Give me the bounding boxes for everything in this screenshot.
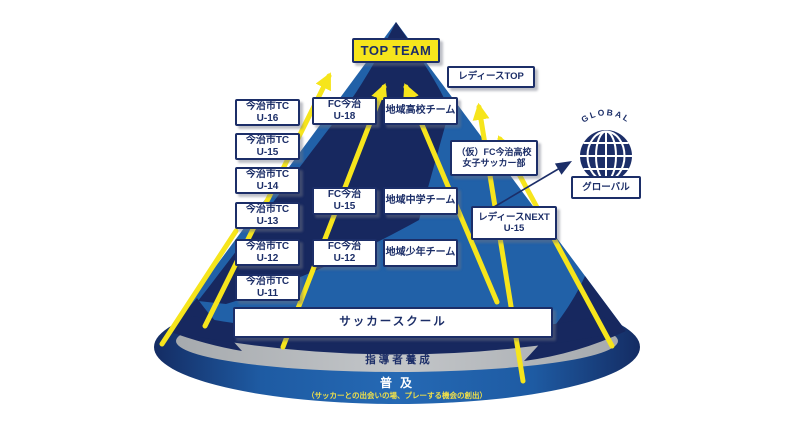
tc-u12-age: U-12 (256, 252, 279, 264)
top-team-box: TOP TEAM (352, 38, 440, 63)
global-box: グローバル (571, 176, 641, 199)
girls-hs-line1: （仮）FC今治高校 (456, 147, 532, 158)
tc-u13-org: 今治市TC (245, 203, 290, 215)
regional-youth-label: 地域少年チーム (385, 247, 456, 259)
globe-icon (580, 130, 632, 182)
soccer-school-box: サッカースクール (233, 307, 553, 338)
ladies-top-box: レディースTOP (447, 66, 535, 88)
ladies-next-line2: U-15 (503, 223, 525, 234)
spread-band-label: 普及 (380, 375, 420, 390)
fc-u12-org: FC今治 (327, 241, 362, 253)
soccer-school-label: サッカースクール (339, 315, 447, 328)
arrow-far-left (159, 228, 239, 347)
regional-hs-label: 地域高校チーム (385, 105, 456, 117)
global-box-label: グローバル (582, 181, 630, 193)
tc-u16-org: 今治市TC (245, 100, 290, 112)
tc-u11-age: U-11 (256, 287, 279, 299)
regional-hs-box: 地域高校チーム (383, 97, 458, 125)
fc-u15-org: FC今治 (327, 189, 362, 201)
top-team-label: TOP TEAM (360, 42, 432, 58)
fc-u18-age: U-18 (333, 111, 356, 122)
tc-u15-box: 今治市TC U-15 (235, 133, 300, 160)
ladies-top-label: レディースTOP (458, 71, 524, 83)
girls-hs-line2: 女子サッカー部 (462, 158, 526, 168)
tc-u14-org: 今治市TC (245, 168, 290, 180)
tc-u14-box: 今治市TC U-14 (235, 167, 300, 194)
tc-u11-box: 今治市TC U-11 (235, 274, 300, 301)
tc-u13-box: 今治市TC U-13 (235, 202, 300, 229)
tc-u12-org: 今治市TC (245, 240, 290, 252)
fc-u18-box: FC今治 U-18 (312, 97, 377, 125)
regional-jhs-box: 地域中学チーム (383, 187, 458, 215)
tc-u11-org: 今治市TC (245, 275, 290, 287)
tc-u15-org: 今治市TC (245, 134, 290, 146)
spread-band-note: （サッカーとの出会いの場、プレーする機会の創出） (307, 390, 487, 400)
tc-u15-age: U-15 (256, 146, 279, 158)
global-arc-label: GLOBAL (579, 107, 632, 124)
tc-u12-box: 今治市TC U-12 (235, 239, 300, 266)
girls-hs-box: （仮）FC今治高校 女子サッカー部 (450, 140, 538, 176)
globe-arrow (493, 161, 572, 208)
ladies-next-box: レディースNEXT U-15 (471, 206, 557, 240)
tc-u16-age: U-16 (256, 112, 279, 124)
fc-u15-age: U-15 (333, 201, 356, 212)
tc-u13-age: U-13 (256, 215, 279, 227)
arrow-tc-column (202, 72, 332, 329)
fc-u12-box: FC今治 U-12 (312, 239, 377, 267)
tc-u14-age: U-14 (256, 180, 279, 192)
regional-jhs-label: 地域中学チーム (385, 195, 456, 207)
tc-u16-box: 今治市TC U-16 (235, 99, 300, 126)
fc-u18-org: FC今治 (327, 99, 362, 111)
fc-u15-box: FC今治 U-15 (312, 187, 377, 215)
regional-youth-box: 地域少年チーム (383, 239, 458, 267)
ladies-next-line1: レディースNEXT (478, 211, 550, 223)
arrow-fc-column (280, 83, 388, 350)
fc-u12-age: U-12 (333, 253, 356, 264)
coach-band-label: 指導者養成 (365, 353, 433, 366)
